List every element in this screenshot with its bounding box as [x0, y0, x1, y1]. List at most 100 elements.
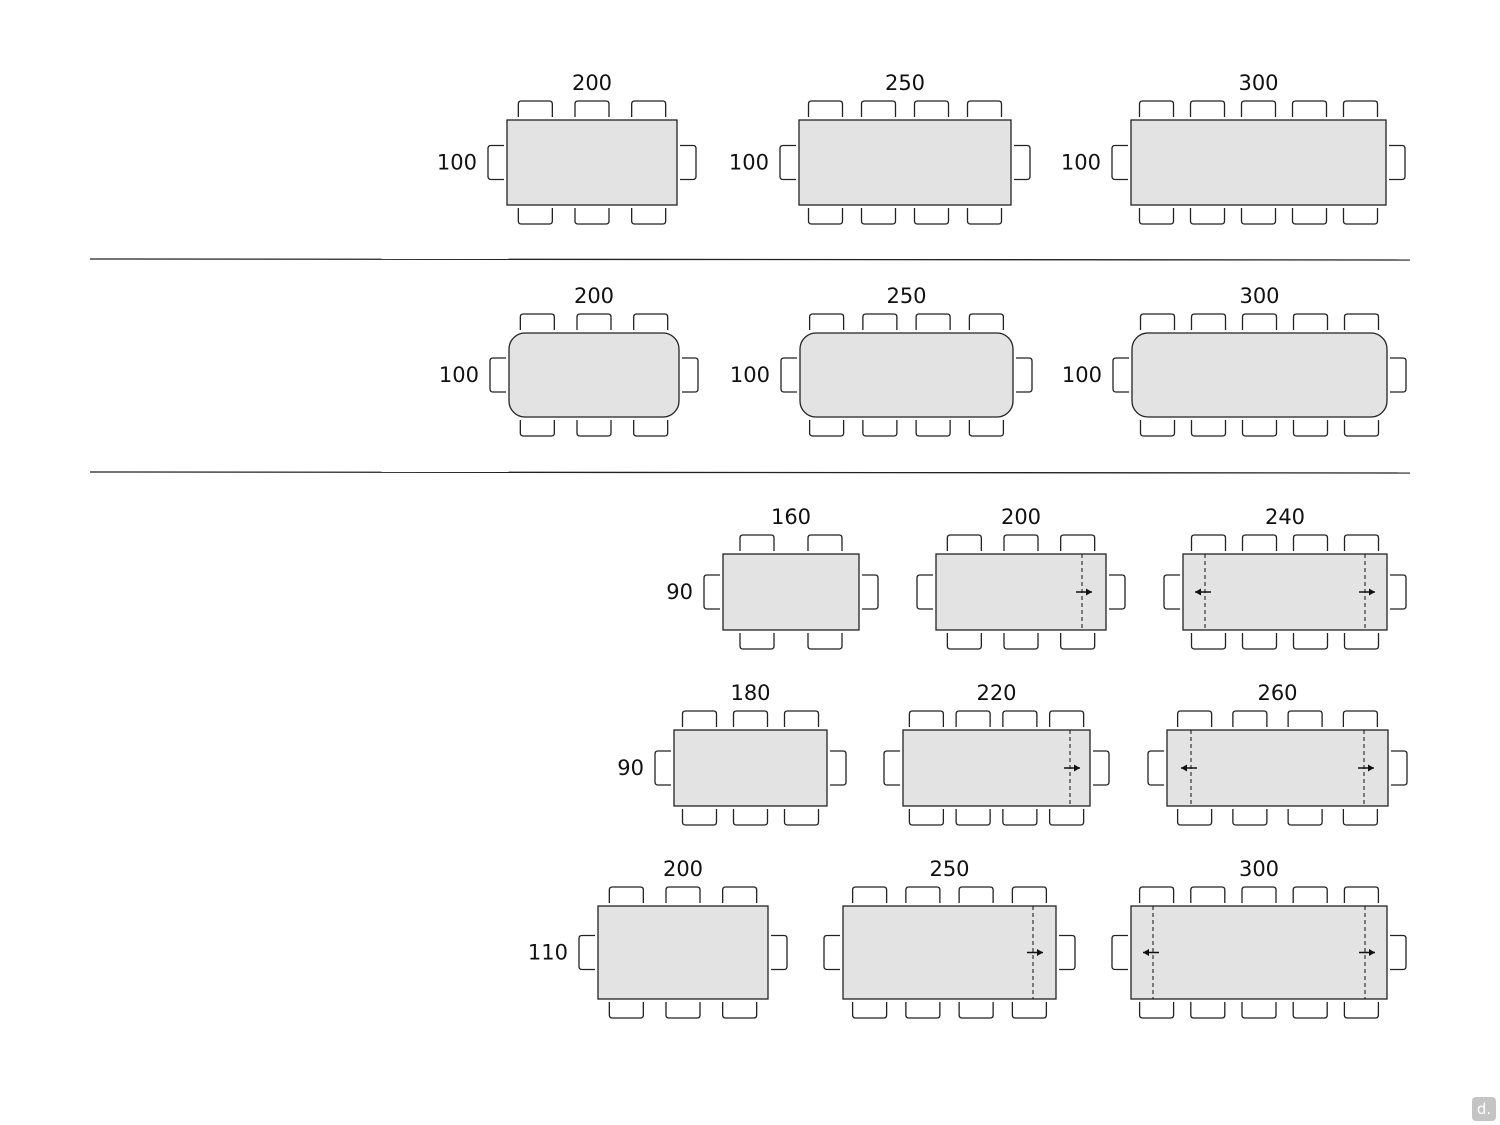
- chair: [739, 633, 775, 650]
- table-diagram: 250: [823, 857, 1076, 1019]
- chair: [1240, 208, 1277, 225]
- table-top: [798, 119, 1012, 206]
- chair: [1389, 144, 1406, 181]
- chair: [732, 710, 769, 727]
- table-top: [597, 905, 769, 1000]
- chair: [1060, 534, 1096, 551]
- length-label: 220: [976, 681, 1016, 705]
- chair: [1002, 710, 1038, 727]
- chair: [1292, 633, 1329, 650]
- chair: [915, 420, 951, 437]
- chair: [631, 208, 667, 225]
- chair: [1011, 1002, 1048, 1019]
- chair: [1059, 934, 1076, 971]
- chair: [915, 313, 951, 330]
- chair: [966, 208, 1003, 225]
- chair: [1111, 934, 1128, 971]
- chair: [1292, 534, 1329, 551]
- chair: [908, 710, 945, 727]
- chair: [1111, 144, 1128, 181]
- chair: [654, 750, 671, 786]
- chair: [1342, 208, 1379, 225]
- chair: [680, 144, 697, 181]
- width-label: 100: [439, 363, 479, 387]
- chair: [946, 633, 982, 650]
- chair: [1342, 710, 1379, 727]
- chair: [1241, 420, 1278, 437]
- table-top: [1131, 332, 1388, 418]
- chair: [633, 420, 669, 437]
- chair: [1287, 809, 1323, 826]
- chair: [1292, 313, 1329, 330]
- chair: [1139, 313, 1176, 330]
- chair: [1343, 886, 1380, 903]
- chair: [519, 420, 555, 437]
- chair: [576, 420, 612, 437]
- chair: [487, 144, 504, 181]
- table-top: [799, 332, 1014, 418]
- chair: [807, 534, 843, 551]
- width-label: 100: [1061, 151, 1101, 175]
- chair: [779, 144, 796, 181]
- length-label: 240: [1265, 505, 1305, 529]
- chair: [1016, 357, 1033, 393]
- chair: [1390, 934, 1407, 971]
- chair: [771, 934, 788, 971]
- chair: [517, 100, 553, 117]
- chair: [916, 574, 933, 610]
- chair: [517, 208, 553, 225]
- chair: [860, 100, 897, 117]
- chair: [1291, 100, 1328, 117]
- chair: [1241, 886, 1277, 903]
- chair: [807, 208, 844, 225]
- chair: [1190, 534, 1227, 551]
- chair: [665, 886, 701, 903]
- width-label: 100: [1062, 363, 1102, 387]
- chair: [574, 208, 610, 225]
- extension-arrow-icon: [1369, 949, 1375, 956]
- chair: [955, 710, 991, 727]
- length-label: 200: [572, 71, 612, 95]
- chair: [489, 357, 506, 393]
- chair: [1241, 633, 1278, 650]
- section-divider: [89, 258, 1411, 261]
- chair: [1189, 208, 1226, 225]
- length-label: 260: [1257, 681, 1297, 705]
- length-label: 300: [1239, 857, 1279, 881]
- chair: [1138, 886, 1175, 903]
- table-top: [1182, 553, 1388, 631]
- logo-text: d.: [1476, 1100, 1492, 1118]
- chair: [608, 886, 644, 903]
- chair: [1176, 809, 1213, 826]
- table-top: [722, 553, 860, 631]
- length-label: 200: [1001, 505, 1041, 529]
- chair: [1343, 633, 1380, 650]
- chair: [1003, 534, 1039, 551]
- width-label: 100: [730, 363, 770, 387]
- chair: [1240, 100, 1277, 117]
- extension-arrow-icon: [1369, 588, 1375, 596]
- chair: [908, 809, 945, 826]
- chair: [783, 710, 820, 727]
- section-divider: [89, 471, 1411, 474]
- chair: [823, 934, 840, 971]
- chair: [1390, 574, 1407, 610]
- chair: [1176, 710, 1213, 727]
- chair: [1112, 357, 1129, 393]
- chair: [946, 534, 982, 551]
- table-top: [506, 119, 678, 206]
- chair: [1138, 208, 1175, 225]
- chair: [830, 750, 847, 786]
- length-label: 250: [886, 284, 926, 308]
- chair: [681, 710, 718, 727]
- table-diagram: 240: [1163, 505, 1407, 650]
- extension-arrow-icon: [1143, 949, 1149, 956]
